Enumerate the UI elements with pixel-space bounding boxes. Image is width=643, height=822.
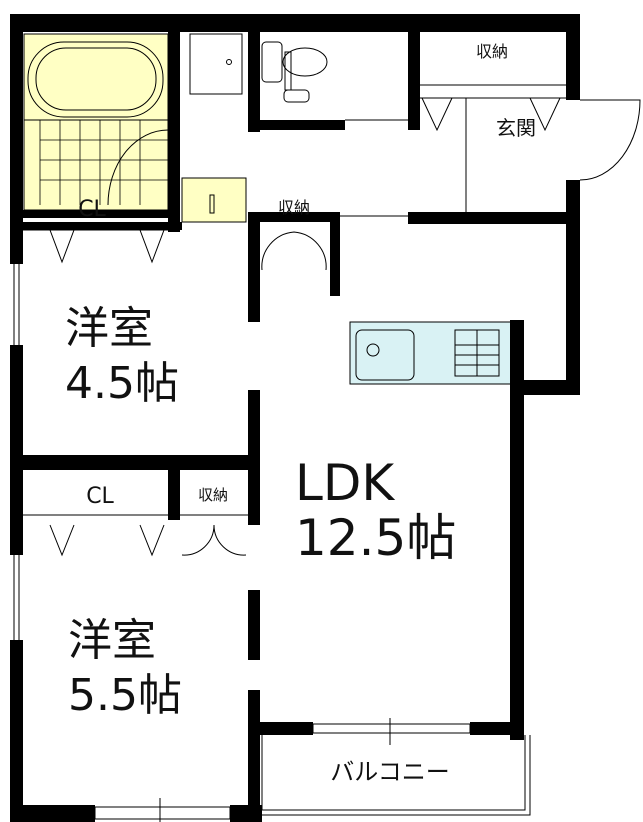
bedroom1-name: 洋室 xyxy=(65,303,153,354)
ldk-size: 12.5帖 xyxy=(295,509,456,567)
fixtures xyxy=(13,84,641,822)
washing-machine-icon xyxy=(189,33,243,95)
washbasin-icon xyxy=(181,177,247,223)
balcony-label: バルコニー xyxy=(330,758,450,786)
ldk-name: LDK xyxy=(295,454,395,512)
bedroom2-name: 洋室 xyxy=(68,615,156,666)
toilet-icon xyxy=(261,41,328,103)
kitchen-counter xyxy=(349,321,513,385)
bathtub-icon xyxy=(24,41,168,121)
entrance-label: 玄関 xyxy=(496,116,536,140)
storage-hall-label: 収納 xyxy=(278,198,310,217)
sink-icon xyxy=(355,329,415,381)
closet1-label: CL xyxy=(78,197,106,222)
bedroom2-size: 5.5帖 xyxy=(68,670,182,721)
bedroom1-size: 4.5帖 xyxy=(65,358,179,409)
balcony-rail xyxy=(261,735,531,816)
storage-entrance-label: 収納 xyxy=(476,42,508,61)
bathroom xyxy=(23,33,169,211)
bath-floor-tiles xyxy=(39,120,169,206)
entrance-door xyxy=(579,99,641,181)
walls xyxy=(10,14,580,822)
stove-icon xyxy=(454,329,500,377)
closet2-label: CL xyxy=(86,484,114,509)
storage-bedroom2-label: 収納 xyxy=(198,486,228,504)
